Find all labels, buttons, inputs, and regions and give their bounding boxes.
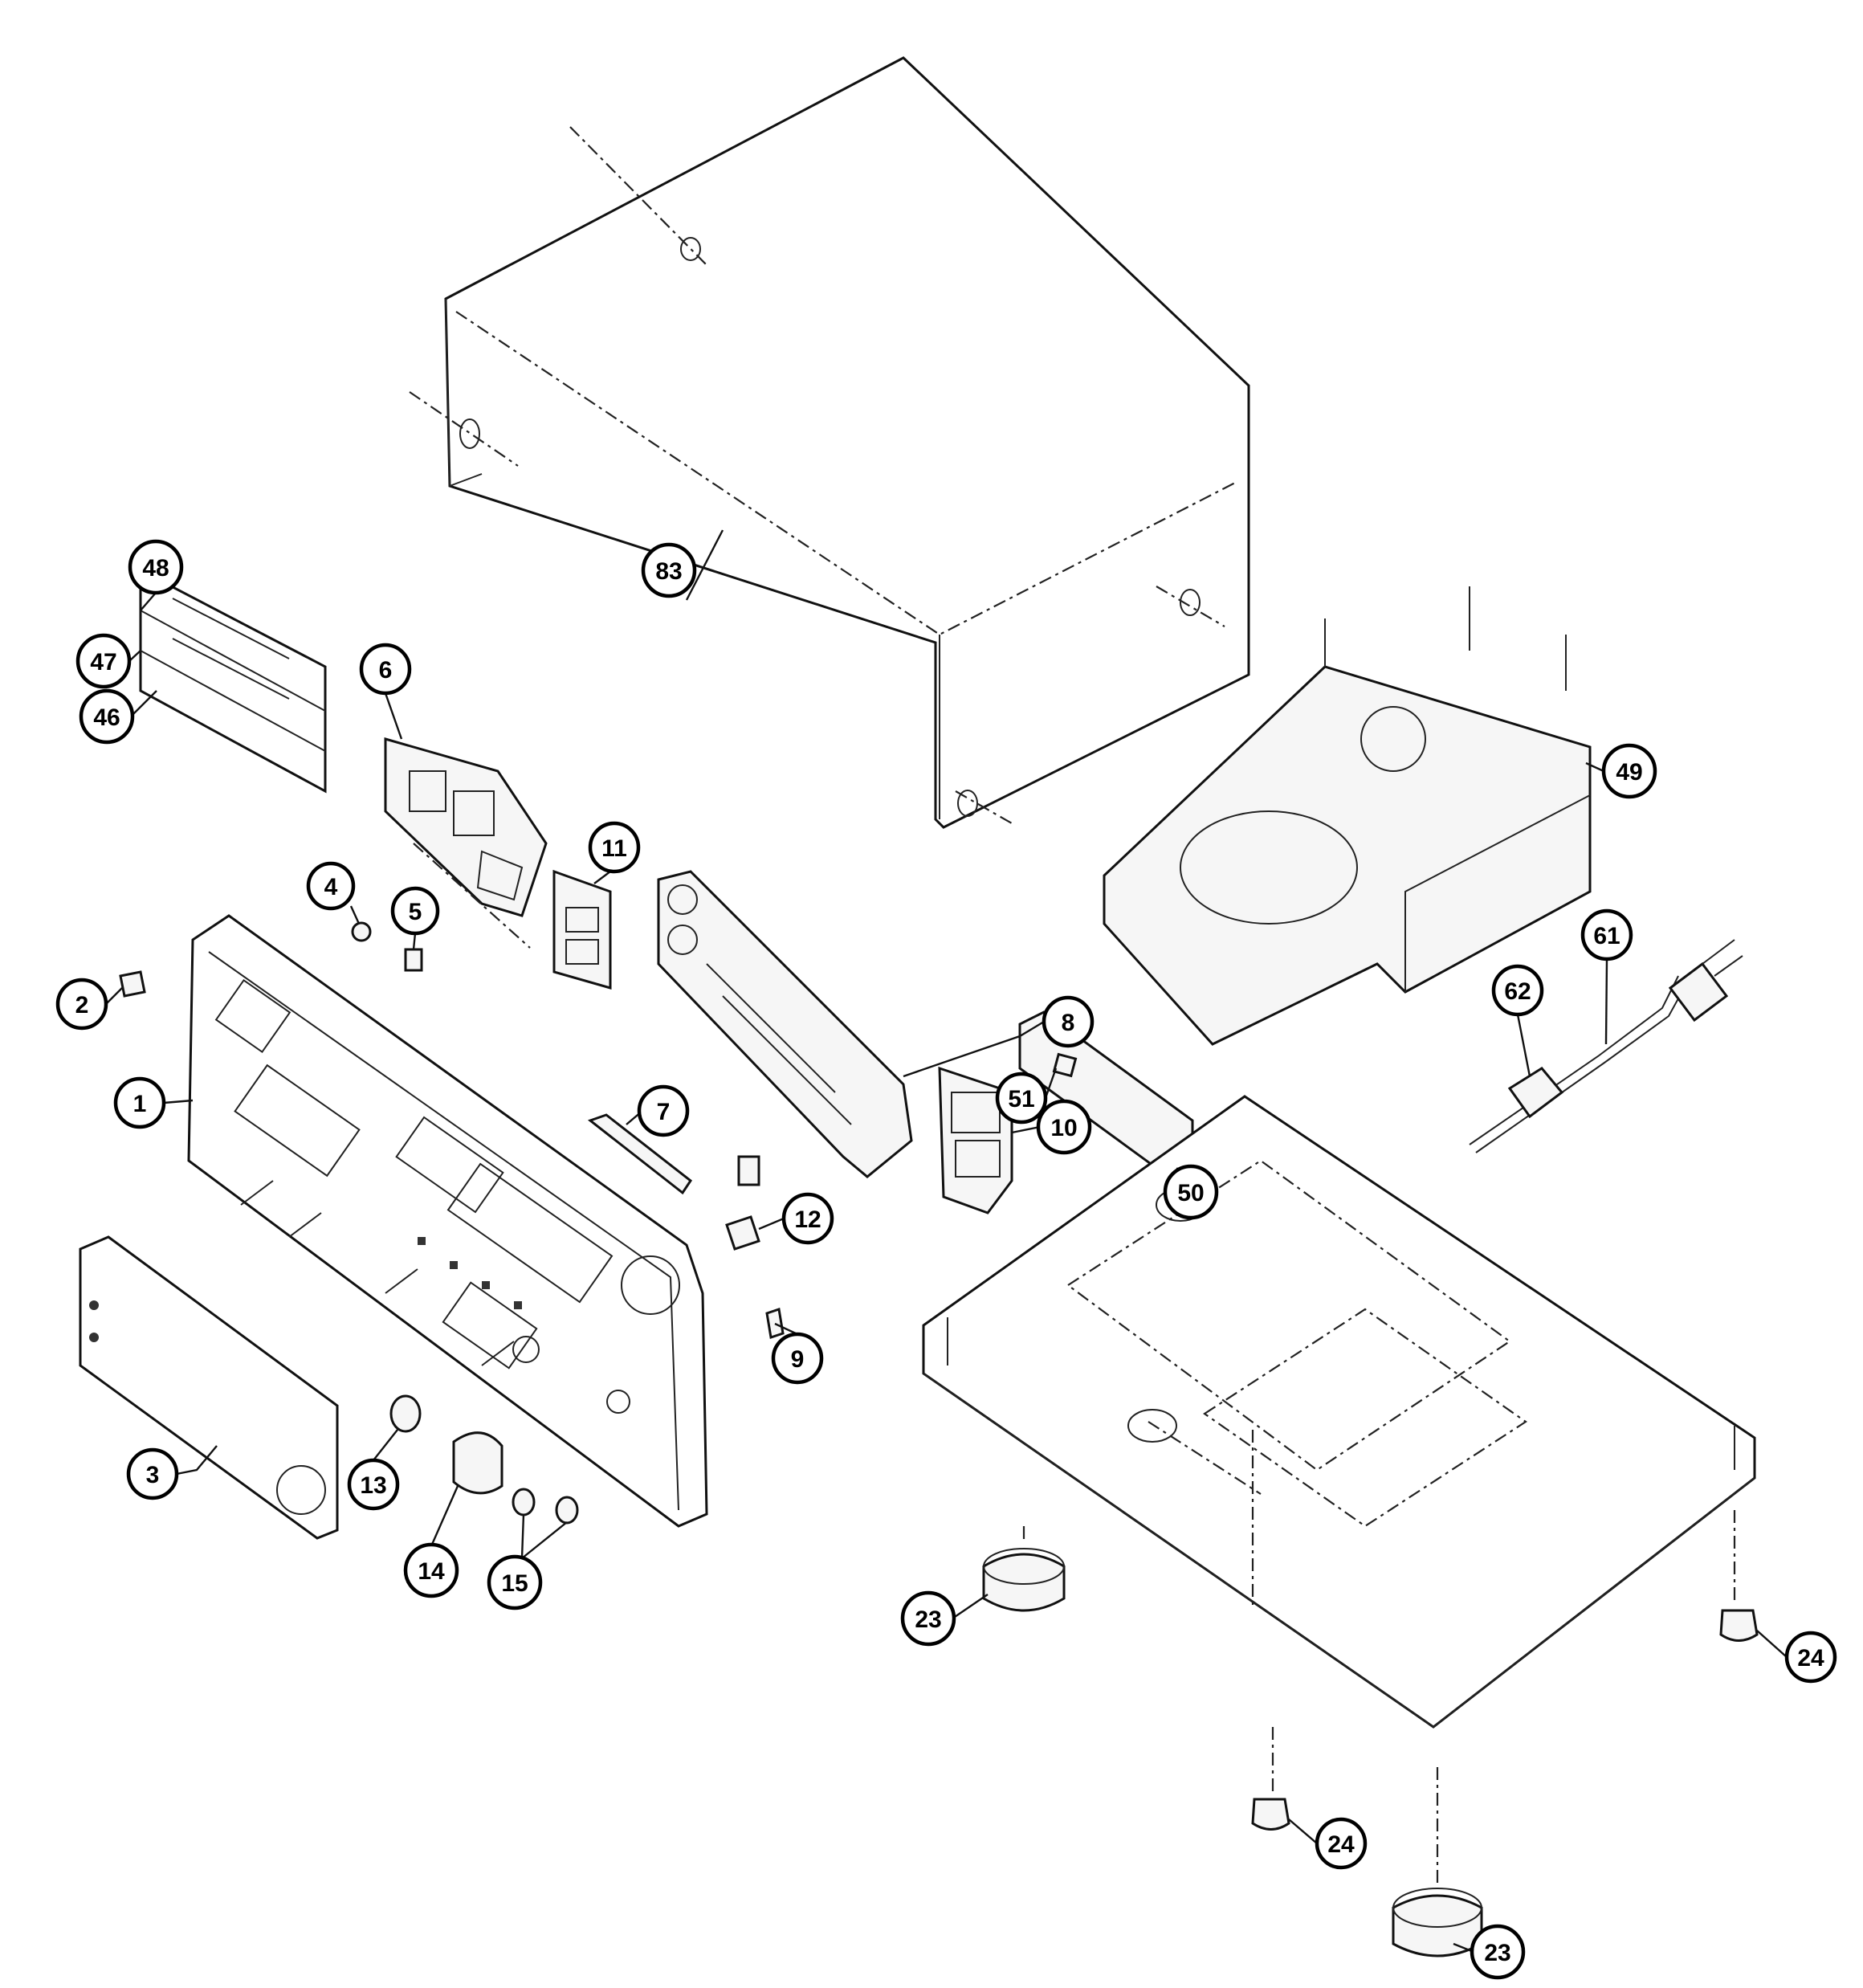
callout-label: 23: [915, 1606, 941, 1633]
bottom-chassis: [922, 1095, 1756, 1729]
callout-24-middle: 24: [1315, 1817, 1368, 1870]
callout-label: 62: [1504, 978, 1531, 1005]
callout-label: 46: [93, 704, 120, 731]
callout-label: 23: [1484, 1940, 1510, 1966]
callout-label: 11: [601, 835, 627, 862]
front-sub-panel: [139, 568, 327, 794]
power-cord: [1469, 939, 1743, 1153]
callout-label: 50: [1177, 1180, 1204, 1206]
callout-label: 13: [360, 1472, 386, 1499]
callout-15: 15: [487, 1554, 543, 1610]
callout-label: 8: [1062, 1010, 1075, 1036]
callout-label: 2: [75, 992, 89, 1018]
parts-12-9: [725, 1155, 785, 1339]
callout-11: 11: [588, 821, 641, 874]
front-panel: [187, 914, 708, 1528]
callout-61: 61: [1580, 908, 1633, 961]
callout-label: 3: [146, 1462, 160, 1488]
callout-label: 1: [133, 1091, 147, 1117]
part-6: [384, 737, 548, 949]
callout-label: 48: [142, 555, 169, 582]
feet-23-24: [982, 1510, 1759, 1957]
callout-label: 14: [418, 1558, 445, 1585]
callout-49: 49: [1601, 743, 1657, 799]
top-cover: [409, 56, 1250, 829]
callout-label: 6: [379, 657, 393, 684]
knobs-13-14-15: [389, 1394, 579, 1525]
callout-1: 1: [113, 1076, 166, 1129]
callout-label: 7: [657, 1099, 671, 1125]
callout-24-right: 24: [1784, 1631, 1837, 1684]
callout-12: 12: [781, 1192, 834, 1245]
callout-label: 12: [794, 1206, 821, 1233]
callout-14: 14: [403, 1542, 459, 1598]
callout-10: 10: [1036, 1099, 1092, 1155]
callout-label: 49: [1616, 759, 1642, 786]
callout-47: 47: [75, 633, 132, 689]
callout-label: 24: [1327, 1831, 1355, 1858]
callout-label: 9: [791, 1346, 805, 1373]
callout-label: 51: [1008, 1086, 1034, 1112]
callout-label: 83: [655, 558, 682, 585]
part-8: [657, 870, 913, 1178]
part-7: [587, 1113, 693, 1195]
callout-62: 62: [1491, 964, 1544, 1017]
cd-mechanism: [1103, 586, 1592, 1046]
callout-label: 4: [324, 874, 338, 900]
callout-9: 9: [771, 1332, 824, 1385]
callout-7: 7: [637, 1084, 690, 1137]
callout-label: 10: [1050, 1115, 1077, 1141]
callout-8: 8: [1042, 995, 1095, 1048]
small-parts-2-4-5: [119, 921, 423, 998]
callout-label: 61: [1593, 923, 1620, 949]
callout-label: 5: [409, 899, 422, 925]
sub-panel-3: [79, 1235, 339, 1540]
callout-83: 83: [641, 542, 697, 598]
callout-3: 3: [126, 1447, 179, 1500]
callout-23-lower: 23: [1470, 1924, 1526, 1980]
callout-6: 6: [359, 643, 412, 696]
part-11: [552, 869, 612, 990]
leader-lines: [105, 529, 1788, 1953]
callout-4: 4: [306, 861, 356, 911]
callout-label: 24: [1797, 1645, 1824, 1672]
callout-50: 50: [1163, 1164, 1219, 1220]
callout-label: 15: [501, 1570, 528, 1597]
callout-13: 13: [347, 1458, 400, 1511]
callout-label: 47: [90, 649, 116, 676]
callout-51: 51: [995, 1072, 1048, 1125]
callout-48: 48: [128, 539, 184, 595]
callout-46: 46: [79, 688, 135, 745]
callout-23-upper: 23: [900, 1590, 956, 1647]
callout-5: 5: [390, 886, 440, 936]
callout-2: 2: [55, 978, 108, 1031]
